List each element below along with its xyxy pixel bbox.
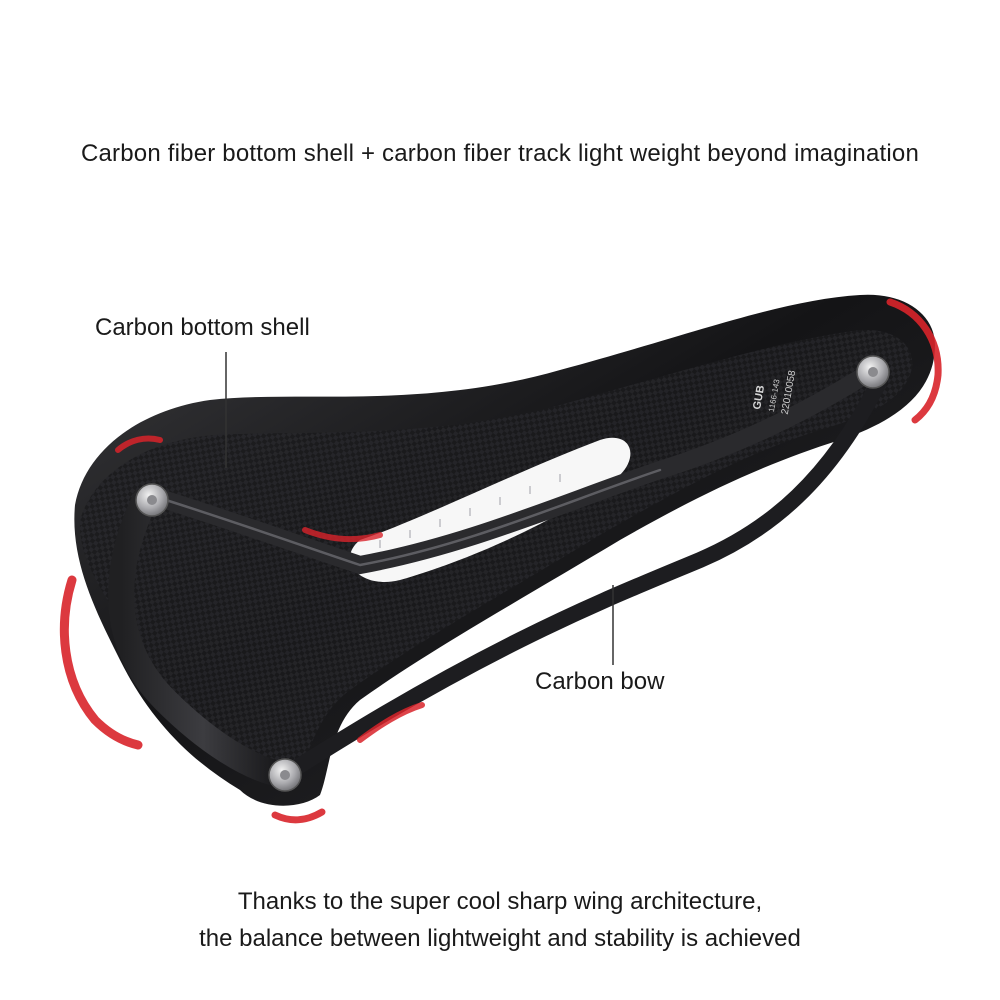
saddle-shell	[74, 294, 936, 806]
red-accent-arcs	[59, 298, 942, 824]
bolt-icons	[135, 355, 890, 792]
footer-line-2: the balance between lightweight and stab…	[199, 925, 801, 952]
callout-carbon-bow: Carbon bow	[535, 668, 665, 695]
brand-text: GUB	[751, 384, 767, 410]
footer-line-1: Thanks to the super cool sharp wing arch…	[237, 888, 763, 915]
callout-carbon-bottom-shell: Carbon bottom shell	[95, 314, 310, 341]
headline: Carbon fiber bottom shell + carbon fiber…	[80, 140, 920, 167]
rail-scale-markings	[379, 474, 561, 548]
